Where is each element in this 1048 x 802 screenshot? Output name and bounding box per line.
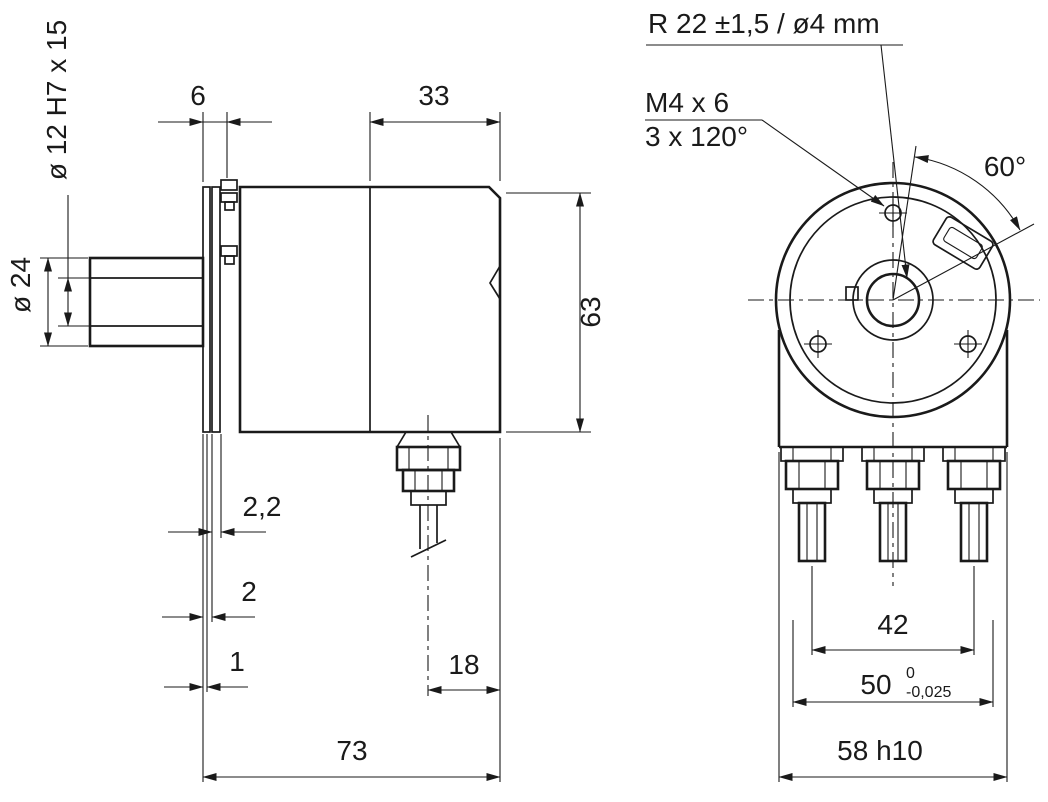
dim-rear-section-label: 33	[418, 80, 449, 111]
flange-tab	[224, 255, 235, 265]
gland-shoulder	[396, 431, 461, 448]
side-view: ø 12 H7 x 15 ø 24 6 33 63	[5, 20, 606, 782]
flange-tab	[224, 201, 235, 211]
flange-plate	[202, 186, 211, 433]
dim-washer-label: 1	[229, 646, 245, 677]
dim-centering-tol-lower: -0,025	[906, 684, 951, 701]
housing-notch	[489, 265, 501, 300]
dim-plate-thickness: 2	[162, 576, 257, 621]
screw-hole-right	[954, 330, 982, 358]
dim-shaft-diameter: ø 24	[5, 257, 88, 347]
cable	[419, 505, 438, 549]
angle-arc	[914, 155, 1021, 231]
housing	[238, 185, 502, 434]
dim-flange-gap: 6	[158, 80, 272, 182]
front-view: 60° R 22 ±1,5 / ø4 mm M4 x 6 3 x 120°	[645, 8, 1040, 782]
leader-line	[761, 119, 885, 207]
dim-body-width-label: 58 h10	[837, 735, 923, 766]
dim-housing-height: 63	[506, 192, 606, 433]
leader-line	[880, 44, 910, 279]
dim-centering-tol-upper: 0	[906, 665, 915, 682]
housing-outline	[238, 185, 502, 434]
screw-hole-left	[804, 330, 832, 358]
dim-shaft-bore: ø 12 H7 x 15	[41, 20, 92, 327]
dim-shaft-diameter-label: ø 24	[5, 257, 36, 313]
shaft-hub	[845, 259, 934, 341]
dim-spacer-thickness: 2,2	[168, 491, 282, 536]
dim-plate-label: 2	[241, 576, 257, 607]
dim-angle-label: 60°	[984, 151, 1026, 182]
angle-leg	[892, 145, 917, 301]
screw-note-line1-label: M4 x 6	[645, 87, 729, 118]
dim-washer-thickness: 1	[164, 646, 248, 691]
dim-body-width: 58 h10	[778, 452, 1008, 782]
dim-cable-offset: 18	[427, 438, 501, 782]
dim-cable-offset-label: 18	[448, 649, 479, 680]
flange-tab	[220, 192, 238, 203]
dim-angle: 60°	[892, 145, 1035, 301]
cable-gland-front-right	[942, 446, 1006, 563]
radius-note: R 22 ±1,5 / ø4 mm	[646, 8, 910, 279]
cable-gland-front-left	[780, 446, 844, 563]
screw-note: M4 x 6 3 x 120°	[645, 87, 885, 207]
screw-note-line2-label: 3 x 120°	[645, 121, 748, 152]
shaft	[88, 256, 205, 348]
mounting-flange	[202, 179, 238, 433]
flange-extension-lines	[202, 434, 222, 782]
dim-gland-spacing-label: 42	[877, 609, 908, 640]
dim-total-depth: 73	[202, 735, 501, 781]
flange-tab	[220, 245, 238, 257]
dim-centering-label: 50	[860, 669, 891, 700]
dim-centering: 50 0 -0,025	[792, 620, 994, 707]
flange-face	[774, 181, 1012, 419]
dim-gland-spacing: 42	[811, 566, 975, 655]
screw-hole-top	[879, 199, 907, 227]
inner-rim-circle	[789, 196, 997, 404]
dim-flange-gap-label: 6	[190, 80, 206, 111]
radius-note-label: R 22 ±1,5 / ø4 mm	[648, 8, 880, 39]
flange-plate	[211, 186, 221, 433]
dim-rear-section: 33	[369, 80, 501, 181]
dim-housing-height-label: 63	[575, 296, 606, 327]
shaft-outline	[88, 256, 205, 348]
keyway	[845, 286, 859, 301]
dim-shaft-bore-label: ø 12 H7 x 15	[41, 20, 72, 180]
dim-spacer-label: 2,2	[243, 491, 282, 522]
flange-tab	[220, 179, 238, 191]
cable-gland-front-middle	[861, 446, 925, 563]
bore-circle	[865, 272, 921, 328]
angle-leg	[892, 223, 1035, 301]
outer-circle	[774, 181, 1012, 419]
dim-total-depth-label: 73	[336, 735, 367, 766]
